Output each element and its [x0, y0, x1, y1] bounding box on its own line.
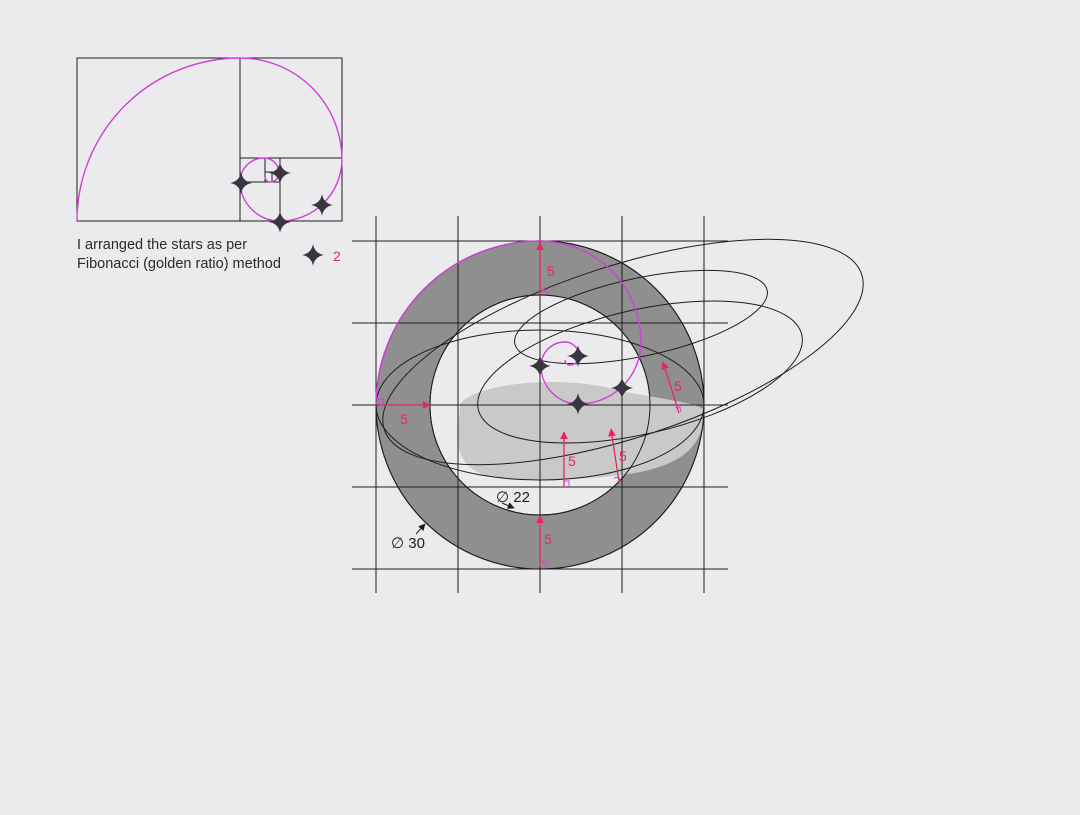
- arrow-icon: [501, 502, 515, 509]
- offset-label-orbit: 5: [674, 378, 682, 394]
- orbit-inner: [514, 269, 768, 365]
- four-point-star-icon: [269, 211, 291, 233]
- orbit-middle: [477, 300, 803, 444]
- arrow-icon: [608, 428, 620, 483]
- golden-ratio-diagram: [76, 57, 343, 222]
- light-band: [457, 382, 705, 481]
- arrow-icon: [661, 361, 680, 414]
- golden-rectangle-outer: [76, 57, 343, 222]
- offset-label-band: 5: [568, 453, 576, 469]
- main-spiral: [375, 240, 642, 406]
- four-point-star-icon: [230, 172, 252, 194]
- offset-label-top: 5: [547, 263, 555, 279]
- offset-labels: 5 5 5 5 5 5: [400, 263, 682, 547]
- annotation-note: I arranged the stars as per Fibonacci (g…: [77, 236, 281, 274]
- small-star-group: [230, 162, 333, 233]
- annotation-line-2: Fibonacci (golden ratio) method: [77, 256, 281, 272]
- offset-arrows: [378, 242, 680, 567]
- outer-diameter-label: ∅ 30: [391, 535, 425, 552]
- right-angle-marker-icon: [378, 289, 682, 567]
- arrow-icon: [415, 523, 426, 535]
- offset-label-left: 5: [400, 411, 408, 427]
- star-size-label: 2: [333, 248, 341, 264]
- offset-label-band-right: 5: [619, 448, 627, 464]
- annotation-line-1: I arranged the stars as per: [77, 237, 248, 253]
- four-point-star-icon: [302, 244, 324, 266]
- golden-spiral: [76, 57, 343, 222]
- offset-label-bottom: 5: [544, 531, 552, 547]
- inner-diameter-label: ∅ 22: [496, 489, 530, 506]
